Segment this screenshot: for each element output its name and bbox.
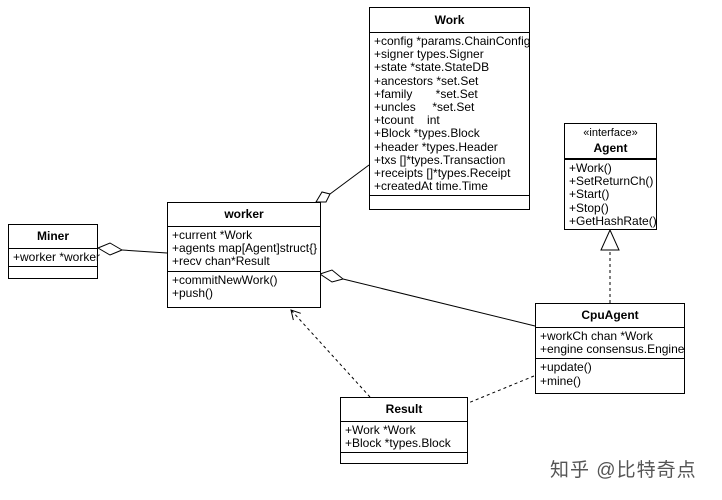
class-miner: Miner +worker *worker [8, 224, 101, 279]
work-attr-family: +family *set.Set [374, 86, 478, 101]
worker-attr-current: +current *Work [172, 228, 253, 242]
agent-method-work: +Work() [569, 161, 612, 175]
class-result-header: Result [341, 398, 467, 422]
work-attr-tcount: +tcount int [374, 113, 440, 128]
work-attr-uncles: +uncles *set.Set [374, 100, 475, 115]
work-attr-receipts: +receipts []*types.Receipt [374, 166, 511, 181]
cpuagent-method-update: +update() [540, 360, 592, 375]
cpuagent-attr-engine: +engine consensus.Engine [540, 342, 685, 357]
class-worker: worker +current *Work +agents map[Agent]… [167, 202, 321, 308]
class-result: Result +Work *Work +Block *types.Block [340, 397, 468, 464]
cpuagent-result-dependency [455, 375, 535, 410]
worker-method-push: +push() [172, 285, 214, 300]
agent-method-stop: +Stop() [569, 200, 609, 215]
class-agent: «interface» Agent +Work() +SetReturnCh()… [564, 123, 657, 230]
result-attr-work: +Work *Work [345, 423, 416, 437]
class-result-methods [341, 453, 467, 465]
class-work-header: Work [370, 8, 529, 33]
class-miner-attributes: +worker *worker [9, 249, 101, 268]
class-work: Work +config *params.ChainConfig +signer… [369, 7, 530, 210]
class-agent-name: Agent [593, 141, 628, 155]
class-cpuagent: CpuAgent +workCh chan *Work +engine cons… [535, 303, 685, 394]
worker-attr-agents: +agents map[Agent]struct{} [172, 241, 318, 256]
class-agent-stereotype: «interface» [583, 127, 638, 139]
class-miner-name: Miner [36, 229, 69, 243]
worker-work-diamond [315, 191, 331, 203]
work-attr-signer: +signer types.Signer [374, 47, 484, 62]
agent-method-start: +Start() [569, 187, 610, 202]
work-attr-state: +state *state.StateDB [374, 60, 490, 75]
class-worker-name: worker [224, 207, 264, 221]
class-work-attributes: +config *params.ChainConfig +signer type… [370, 33, 531, 197]
miner-attr-worker: +worker *worker [13, 250, 101, 264]
work-attr-config: +config *params.ChainConfig [374, 34, 531, 48]
class-agent-attributes [565, 159, 656, 160]
work-attr-createdat: +createdAt time.Time [374, 179, 488, 194]
worker-attr-recv: +recv chan*Result [172, 254, 270, 269]
worker-cpuagent-aggregation [342, 278, 536, 327]
class-worker-header: worker [168, 203, 320, 227]
agent-method-gethashrate: +GetHashRate() [569, 213, 657, 228]
worker-work-aggregation [329, 164, 370, 195]
worker-cpuagent-diamond [318, 269, 345, 283]
class-work-name: Work [434, 13, 465, 27]
work-attr-txs: +txs []*types.Transaction [374, 152, 506, 167]
class-result-name: Result [385, 402, 423, 416]
result-attr-block: +Block *types.Block [345, 436, 451, 451]
class-result-attributes: +Work *Work +Block *types.Block [341, 422, 467, 454]
cpuagent-attr-workch: +workCh chan *Work [540, 329, 653, 343]
class-miner-methods [9, 267, 97, 277]
watermark-text: 知乎 @比特奇点 [550, 460, 697, 481]
miner-aggregation-diamond [96, 242, 124, 256]
class-worker-attributes: +current *Work +agents map[Agent]struct{… [168, 227, 320, 272]
class-agent-header: «interface» Agent [565, 124, 656, 159]
worker-method-commitnewwork: +commitNewWork() [172, 272, 278, 287]
class-worker-methods: +commitNewWork() +push() [168, 272, 320, 302]
result-worker-dependency [290, 309, 371, 398]
agent-method-setreturnch: +SetReturnCh() [569, 174, 654, 189]
miner-worker-aggregation [121, 249, 168, 254]
class-cpuagent-name: CpuAgent [581, 308, 639, 322]
cpuagent-method-mine: +mine() [540, 373, 582, 388]
work-attr-ancestors: +ancestors *set.Set [374, 73, 479, 88]
class-cpuagent-header: CpuAgent [536, 304, 684, 328]
class-cpuagent-attributes: +workCh chan *Work +engine consensus.Eng… [536, 328, 685, 360]
work-attr-block: +Block *types.Block [374, 126, 480, 141]
realization-triangle [600, 228, 620, 251]
class-agent-methods: +Work() +SetReturnCh() +Start() +Stop() … [565, 160, 657, 230]
class-miner-header: Miner [9, 225, 97, 249]
class-work-methods [370, 196, 529, 208]
work-attr-header: +header *types.Header [374, 139, 498, 154]
class-cpuagent-methods: +update() +mine() [536, 359, 684, 389]
